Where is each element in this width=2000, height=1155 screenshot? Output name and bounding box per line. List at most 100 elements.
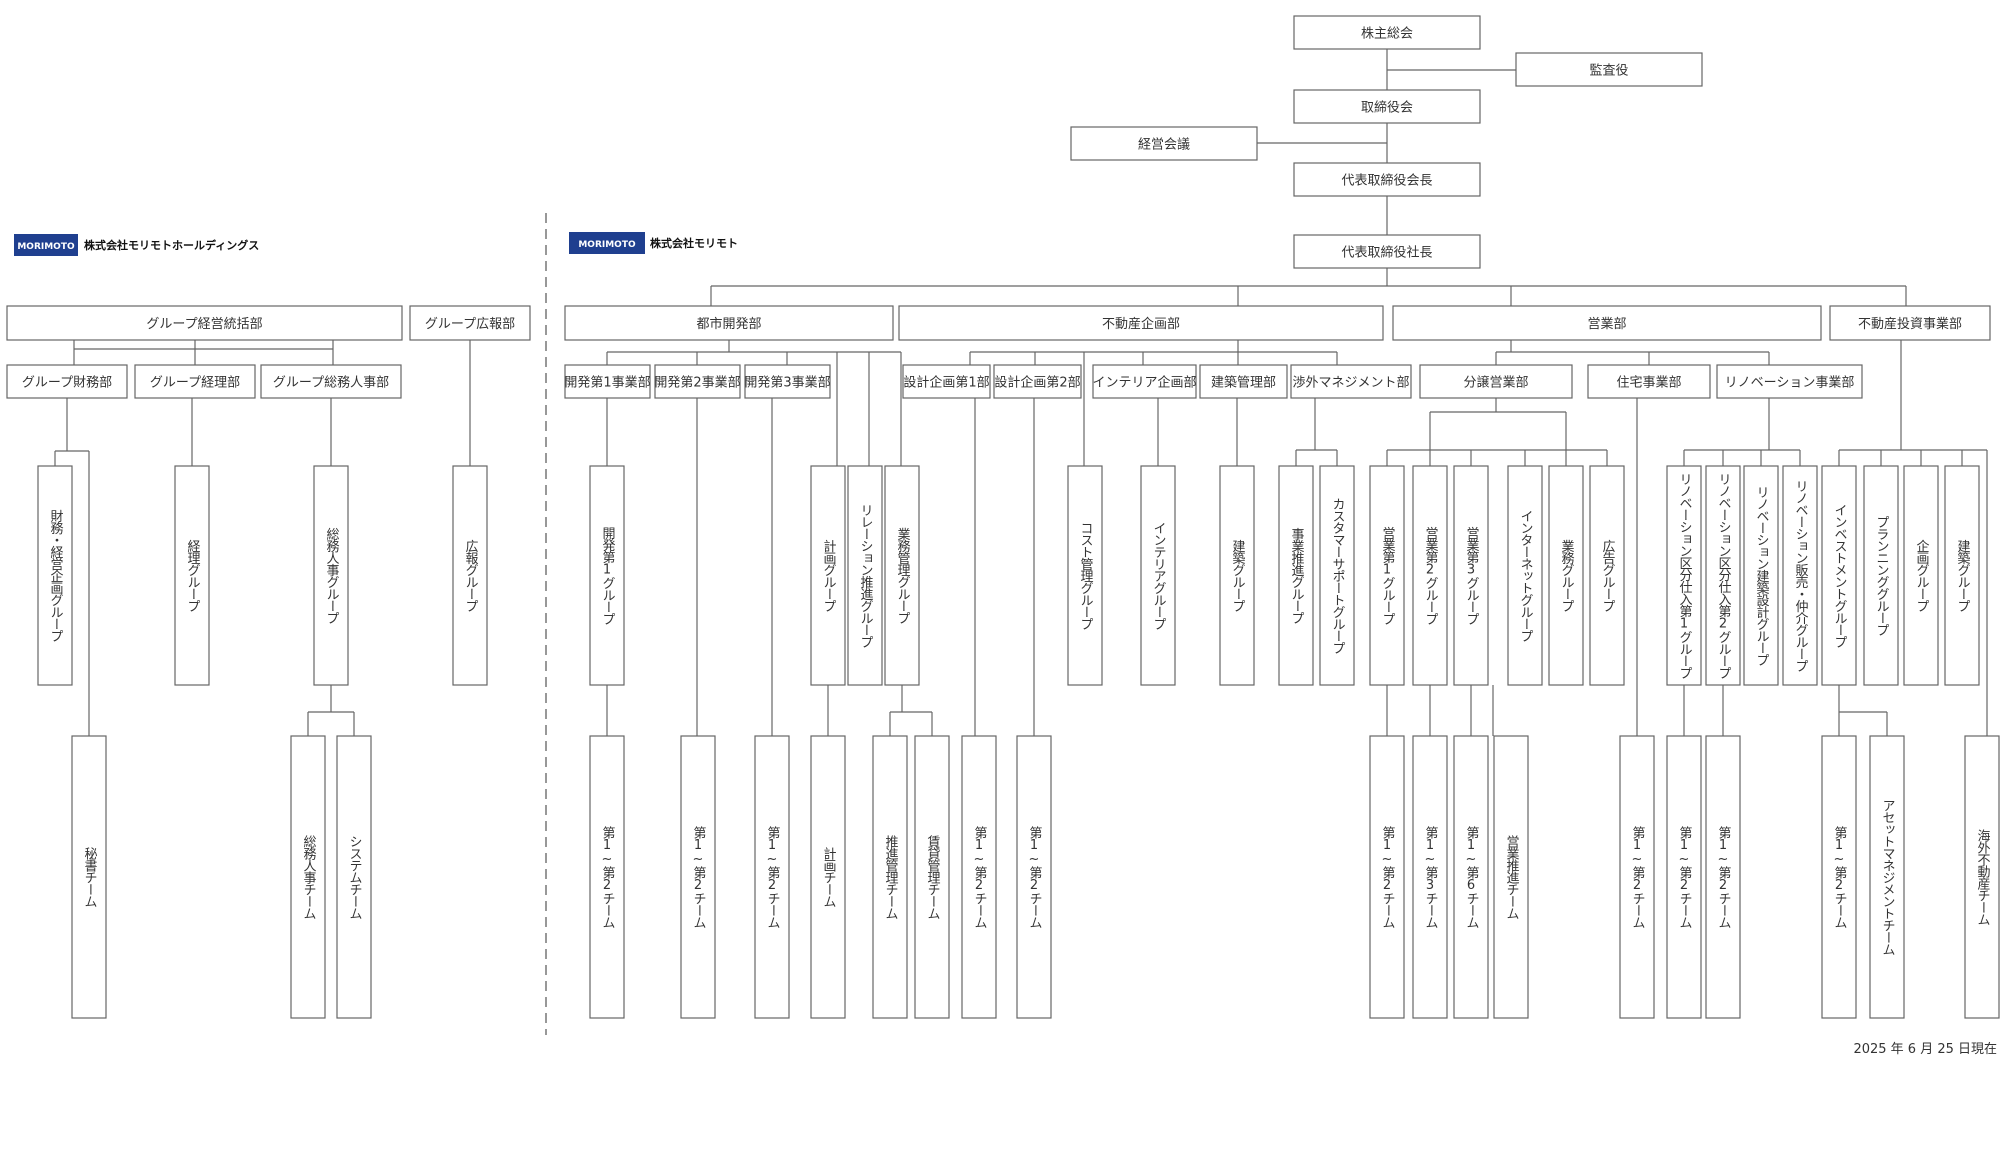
sales2-group-box-frame (1412, 465, 1448, 686)
group-accounting-box-label: グループ経理部 (150, 376, 240, 391)
reno-purchase1-box: リノベーション区分仕入第1グループ (1666, 465, 1702, 686)
kikaku-group-box-label: 企画グループ (1914, 539, 1930, 613)
sales1-group-box-frame (1369, 465, 1405, 686)
asset-mgmt-team-box-label: アセットマネジメントチーム (1880, 799, 1896, 955)
planning-group-pl-box: プランニンググループ (1863, 465, 1899, 686)
holdings-company-name: 株式会社モリモトホールディングス (84, 238, 259, 252)
operations-group-box: 業務グループ (1548, 465, 1584, 686)
business-promo-group-box-frame (1278, 465, 1314, 686)
accounting-group-box-frame (174, 465, 210, 686)
internet-group-box-frame (1507, 465, 1543, 686)
external-mgmt-box-label: 渉外マネジメント部 (1292, 376, 1409, 391)
group-finance-box-label: グループ財務部 (22, 376, 112, 391)
pr-group-box: 広報グループ (452, 465, 488, 686)
inv-team-box-label: 第1~第2チーム (1832, 826, 1848, 928)
lease-mgmt-team-box-label: 賃貸管理チーム (925, 835, 941, 919)
management-meeting-box-frame (1070, 126, 1258, 161)
interior-box: インテリア企画部 (1092, 364, 1197, 399)
ga-hr-team-box-label: 総務人事チーム (301, 835, 317, 919)
reno-design-box-frame (1743, 465, 1779, 686)
board-box-label: 取締役会 (1361, 100, 1413, 116)
renovation-box-label: リノベーション事業部 (1725, 375, 1855, 391)
secretary-team-box: 秘書チーム (71, 735, 107, 1019)
sales1-team-box-label: 第1~第2チーム (1380, 826, 1396, 928)
design1-box-label: 設計企画第1部 (903, 375, 989, 391)
holdings-logo-mark (14, 234, 78, 256)
promotion-mgmt-team-box-label: 推進管理チーム (883, 835, 899, 919)
housing-team-box-frame (1619, 735, 1655, 1019)
design2-team-box-frame (1016, 735, 1052, 1019)
finance-planning-group-box-frame (37, 465, 73, 686)
ga-hr-team-box: 総務人事チーム (290, 735, 326, 1019)
group-hr-box-frame (260, 364, 402, 399)
chairman-box-label: 代表取締役会長 (1341, 173, 1432, 189)
secretary-team-box-frame (71, 735, 107, 1019)
external-mgmt-box: 渉外マネジメント部 (1290, 364, 1412, 399)
dev1-team-box-frame (589, 735, 625, 1019)
dev2-box: 開発第2事業部 (654, 364, 741, 399)
reno-brokerage-box-label: リノベーション販売・仲介グループ (1793, 480, 1809, 673)
system-team-box-label: システムチーム (347, 835, 362, 919)
construction-group-box-frame (1219, 465, 1255, 686)
sales1-team-box-frame (1369, 735, 1405, 1019)
group-accounting-box: グループ経理部 (134, 364, 256, 399)
reno-purchase1-team-box-label: 第1~第2チーム (1677, 826, 1693, 928)
dev1-team-box: 第1~第2チーム (589, 735, 625, 1019)
as-of-date: 2025 年 6 月 25 日現在 (1853, 1042, 1997, 1057)
group-finance-box: グループ財務部 (6, 364, 128, 399)
overseas-team-box: 海外不動産チーム (1964, 735, 2000, 1019)
auditors-box-label: 監査役 (1589, 63, 1628, 79)
secretary-team-box-label: 秘書チーム (82, 847, 98, 907)
operations-group-box-label: 業務グループ (1559, 539, 1575, 613)
shareholders-box-label: 株主総会 (1361, 27, 1413, 42)
morimoto-logo-mark (569, 232, 645, 254)
dev2-box-label: 開発第2事業部 (654, 375, 740, 391)
morimoto-company-name: 株式会社モリモト (650, 236, 738, 250)
dev3-box: 開発第3事業部 (744, 364, 831, 399)
auditors-box-frame (1515, 52, 1703, 87)
sales3-team-box-frame (1453, 735, 1489, 1019)
relations-group-box-label: リレーション推進グループ (858, 504, 874, 649)
design1-team-box: 第1~第2チーム (961, 735, 997, 1019)
condo-sales-box: 分譲営業部 (1419, 364, 1573, 399)
planning-group-box-label: 計画グループ (821, 539, 837, 613)
interior-group-box-label: インテリアグループ (1151, 522, 1167, 631)
president-box-frame (1293, 234, 1481, 269)
dev2-box-frame (654, 364, 741, 399)
promotion-mgmt-team-box: 推進管理チーム (872, 735, 908, 1019)
group-finance-box-frame (6, 364, 128, 399)
internet-group-box-label: インターネットグループ (1518, 510, 1534, 643)
reno-design-box: リノベーション建築設計グループ (1743, 465, 1779, 686)
group-pr-box-frame (409, 305, 531, 341)
external-mgmt-box-frame (1290, 364, 1412, 399)
lease-mgmt-team-box: 賃貸管理チーム (914, 735, 950, 1019)
group-management-box-label: グループ経営統括部 (146, 317, 262, 332)
sales-dept-box-frame (1392, 305, 1822, 341)
ad-group-box-label: 広告グループ (1600, 540, 1616, 613)
sales3-team-box: 第1~第6チーム (1453, 735, 1489, 1019)
system-team-box: システムチーム (336, 735, 372, 1019)
shareholders-box: 株主総会 (1293, 15, 1481, 50)
reno-purchase2-team-box-frame (1705, 735, 1741, 1019)
auditors-box: 監査役 (1515, 52, 1703, 87)
reno-purchase1-box-label: リノベーション区分仕入第1グループ (1677, 473, 1693, 680)
ga-hr-group-box-frame (313, 465, 349, 686)
management-meeting-box-label: 経営会議 (1138, 138, 1190, 153)
group-management-box: グループ経営統括部 (6, 305, 403, 341)
investment-dept-box-label: 不動産投資事業部 (1858, 316, 1962, 332)
morimoto-logo-mark-text: MORIMOTO (578, 240, 636, 250)
inv-construction-group-box-label: 建築グループ (1955, 540, 1971, 613)
investment-dept-box-frame (1829, 305, 1991, 341)
internet-group-box: インターネットグループ (1507, 465, 1543, 686)
planning-group-box: 計画グループ (810, 465, 846, 686)
urban-dept-box-label: 都市開発部 (696, 316, 761, 332)
reno-design-box-label: リノベーション建築設計グループ (1754, 486, 1770, 667)
investment-group-box-label: インベストメントグループ (1832, 504, 1848, 649)
accounting-group-box: 経理グループ (174, 465, 210, 686)
construction-group-box: 建築グループ (1219, 465, 1255, 686)
finance-planning-group-box: 財務・経営企画グループ (37, 465, 73, 686)
design2-box: 設計企画第2部 (993, 364, 1082, 399)
promotion-mgmt-team-box-frame (872, 735, 908, 1019)
kikaku-group-box-frame (1903, 465, 1939, 686)
inv-construction-group-box-frame (1944, 465, 1980, 686)
